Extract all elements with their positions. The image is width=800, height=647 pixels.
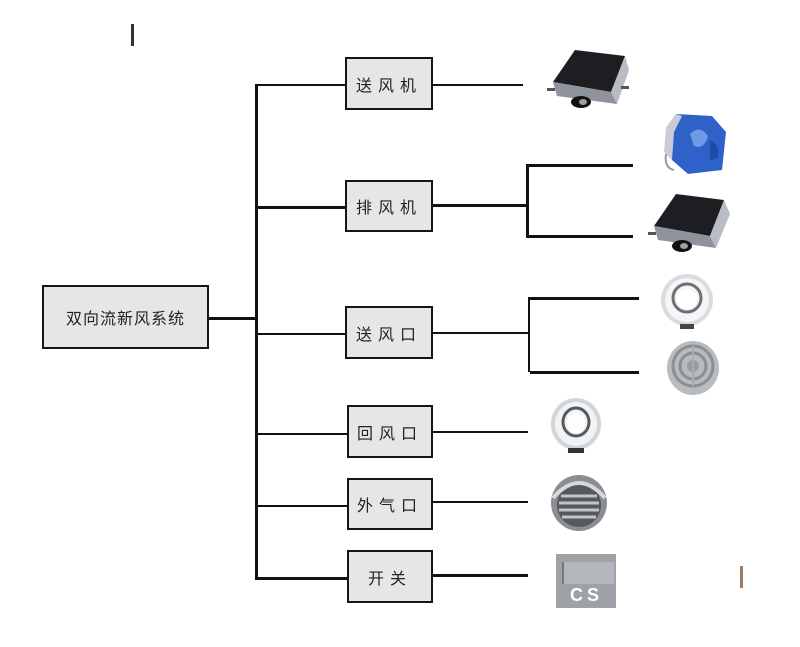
root-label: 双向流新风系统	[65, 309, 185, 328]
sub-line-2b	[530, 371, 639, 374]
sub-line-1b	[526, 235, 633, 238]
branch-node-supply-outlet: 送风口	[345, 306, 433, 359]
stub-4	[255, 505, 347, 507]
out-line-5	[433, 574, 528, 577]
supply-fan-image	[547, 50, 629, 108]
switch-panel	[562, 562, 614, 584]
sub-line-2a	[530, 297, 639, 300]
branch-label: 送风机	[355, 75, 422, 95]
sub-trunk-1	[526, 164, 529, 238]
branch-label: 回风口	[356, 423, 423, 443]
out-line-3	[433, 431, 528, 433]
out-line-0	[433, 84, 523, 86]
branch-node-exhaust-fan: 排风机	[345, 180, 433, 232]
stub-0	[255, 84, 347, 86]
root-connector	[209, 317, 257, 320]
return-outlet-image	[551, 398, 601, 453]
exhaust-fan-blue-image	[664, 114, 726, 174]
branch-label: 外气口	[356, 496, 423, 515]
root-node: 双向流新风系统	[42, 285, 209, 349]
supply-outlet-ringed-image	[667, 341, 719, 395]
out-line-1	[433, 204, 528, 207]
sub-line-1a	[526, 164, 633, 167]
stub-3	[255, 433, 347, 435]
branch-label: 送风口	[355, 324, 422, 344]
stray-mark-right	[740, 566, 743, 588]
stub-5	[255, 577, 347, 580]
switch-logo: CS	[570, 585, 604, 605]
stub-1	[255, 206, 347, 209]
branch-label: 开关	[367, 568, 412, 588]
out-line-4	[433, 501, 528, 503]
exhaust-fan-black-image	[648, 194, 730, 252]
outdoor-inlet-image	[551, 475, 607, 531]
branch-label: 排风机	[355, 198, 422, 217]
sub-trunk-2	[528, 297, 530, 372]
out-line-2	[433, 332, 529, 334]
stub-2	[255, 333, 347, 335]
branch-node-return-outlet: 回风口	[347, 405, 433, 458]
stray-mark-top	[131, 24, 134, 46]
branch-node-outdoor-inlet: 外气口	[347, 478, 433, 530]
branch-node-supply-fan: 送风机	[345, 57, 433, 110]
branch-node-switch: 开关	[347, 550, 433, 603]
wall-switch-image: CS	[556, 554, 616, 608]
trunk-line	[255, 84, 258, 580]
supply-outlet-plain-image	[661, 274, 713, 329]
